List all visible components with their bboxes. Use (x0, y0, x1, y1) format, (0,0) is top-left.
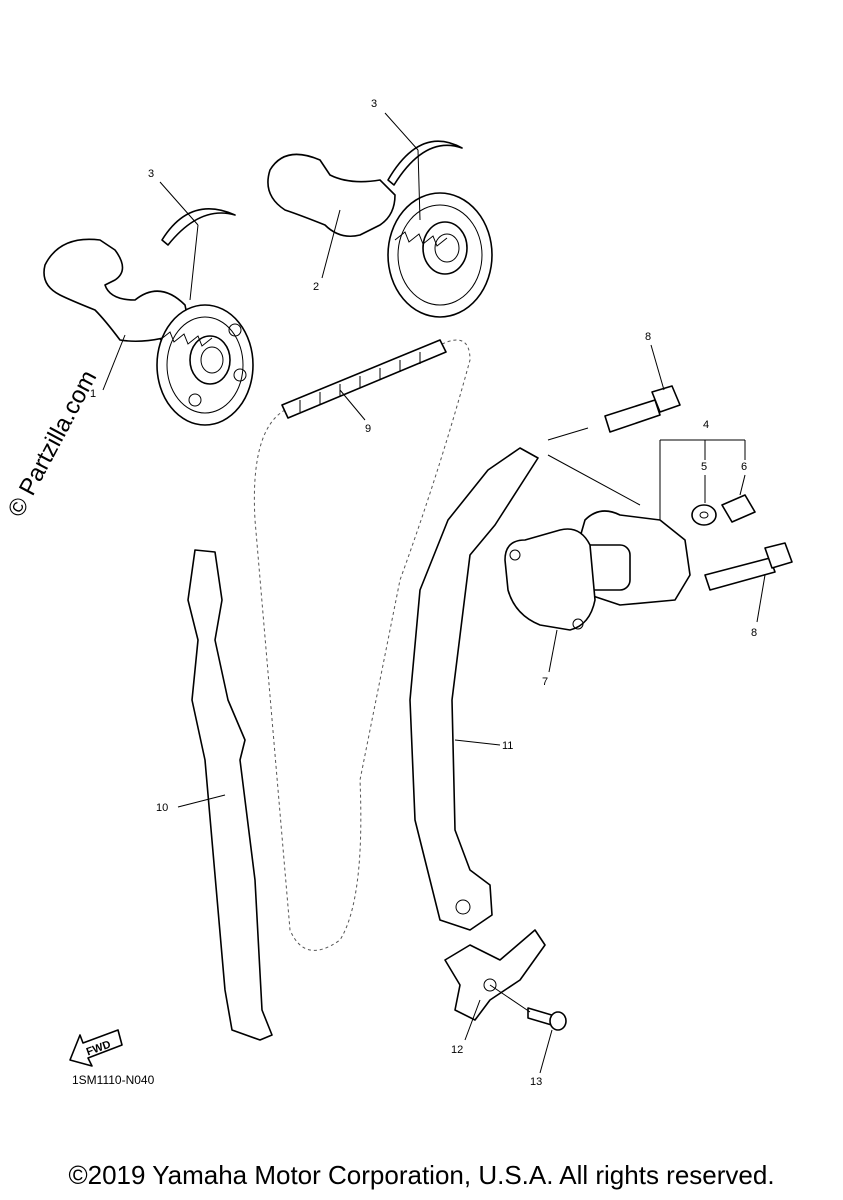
callout-8a: 8 (645, 331, 651, 343)
chain-guide-10[interactable] (187, 549, 273, 1041)
callout-4: 4 (703, 419, 709, 431)
callout-8b: 8 (751, 627, 757, 639)
gasket-7[interactable] (504, 528, 596, 631)
exploded-view-svg: FWD 1 2 3 3 4 5 6 7 8 8 9 10 11 12 13 (43, 98, 793, 1088)
callout-2: 2 (313, 281, 319, 293)
callout-5: 5 (701, 461, 707, 473)
callout-6: 6 (741, 461, 747, 473)
callout-10: 10 (156, 802, 168, 814)
copyright-notice: ©2019 Yamaha Motor Corporation, U.S.A. A… (68, 1160, 775, 1190)
tensioner-guide-11[interactable] (409, 447, 539, 931)
camshaft-exhaust[interactable] (43, 238, 254, 426)
stopper-plate-12[interactable] (444, 929, 546, 1021)
callout-13: 13 (530, 1076, 542, 1088)
circlip-3b[interactable] (387, 140, 463, 186)
washer-5[interactable] (691, 504, 717, 526)
screw-13[interactable] (527, 1007, 567, 1031)
camshaft-intake[interactable] (267, 153, 493, 318)
callout-1: 1 (90, 388, 96, 400)
bolt-8-upper[interactable] (604, 385, 681, 433)
circlip-3a[interactable] (161, 208, 236, 246)
callout-9: 9 (365, 423, 371, 435)
callout-7: 7 (542, 676, 548, 688)
bolt-8-lower[interactable] (704, 542, 793, 591)
cap-bolt-6[interactable] (721, 494, 756, 523)
callout-3a: 3 (148, 168, 154, 180)
callout-3b: 3 (371, 98, 377, 110)
forward-arrow-icon: FWD (69, 1029, 123, 1067)
callout-11: 11 (502, 740, 513, 752)
callout-12: 12 (451, 1044, 463, 1056)
diagram-code: 1SM1110-N040 (72, 1073, 155, 1087)
tensioner-assembly-4[interactable] (569, 510, 691, 606)
